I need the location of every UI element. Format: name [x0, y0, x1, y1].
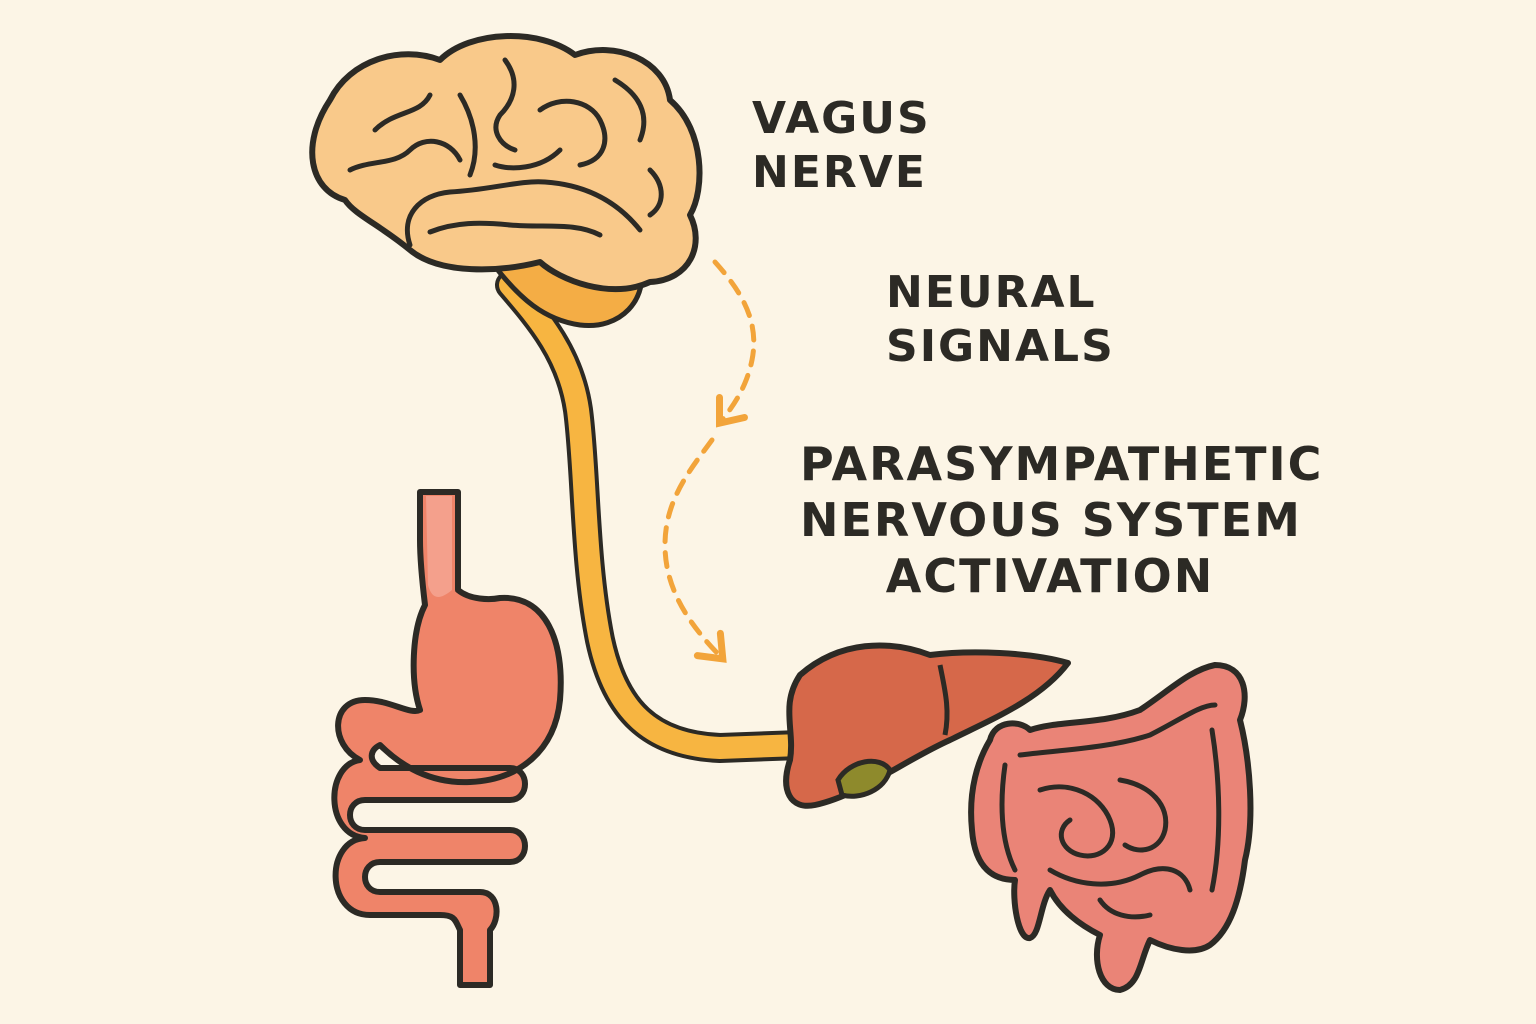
- stomach: [331, 489, 564, 988]
- parasympathetic-label: PARASYMPATHETIC NERVOUS SYSTEM ACTIVATIO…: [800, 436, 1324, 604]
- vagus-nerve-fill: [499, 274, 811, 760]
- neural-signals-label: NEURAL SIGNALS: [886, 266, 1115, 373]
- neural-signal-arrow-upper: [712, 259, 757, 428]
- vagus-nerve-label-line: NERVE: [752, 146, 927, 198]
- liver: [783, 642, 1071, 809]
- neural-signals-label-line: SIGNALS: [886, 320, 1115, 372]
- parasympathetic-label-line: ACTIVATION: [885, 549, 1215, 604]
- vagus-nerve-label: VAGUS NERVE: [752, 92, 931, 199]
- neural-signals-label-line: NEURAL: [886, 267, 1097, 318]
- gallbladder: [835, 758, 893, 799]
- vagus-nerve-label-line: VAGUS: [752, 93, 931, 144]
- parasympathetic-label-line: NERVOUS SYSTEM: [800, 493, 1302, 548]
- parasympathetic-label-line: PARASYMPATHETIC: [800, 437, 1324, 491]
- neural-signal-arrow-lower: [662, 437, 727, 663]
- intestines: [968, 662, 1254, 993]
- brain: [309, 33, 703, 292]
